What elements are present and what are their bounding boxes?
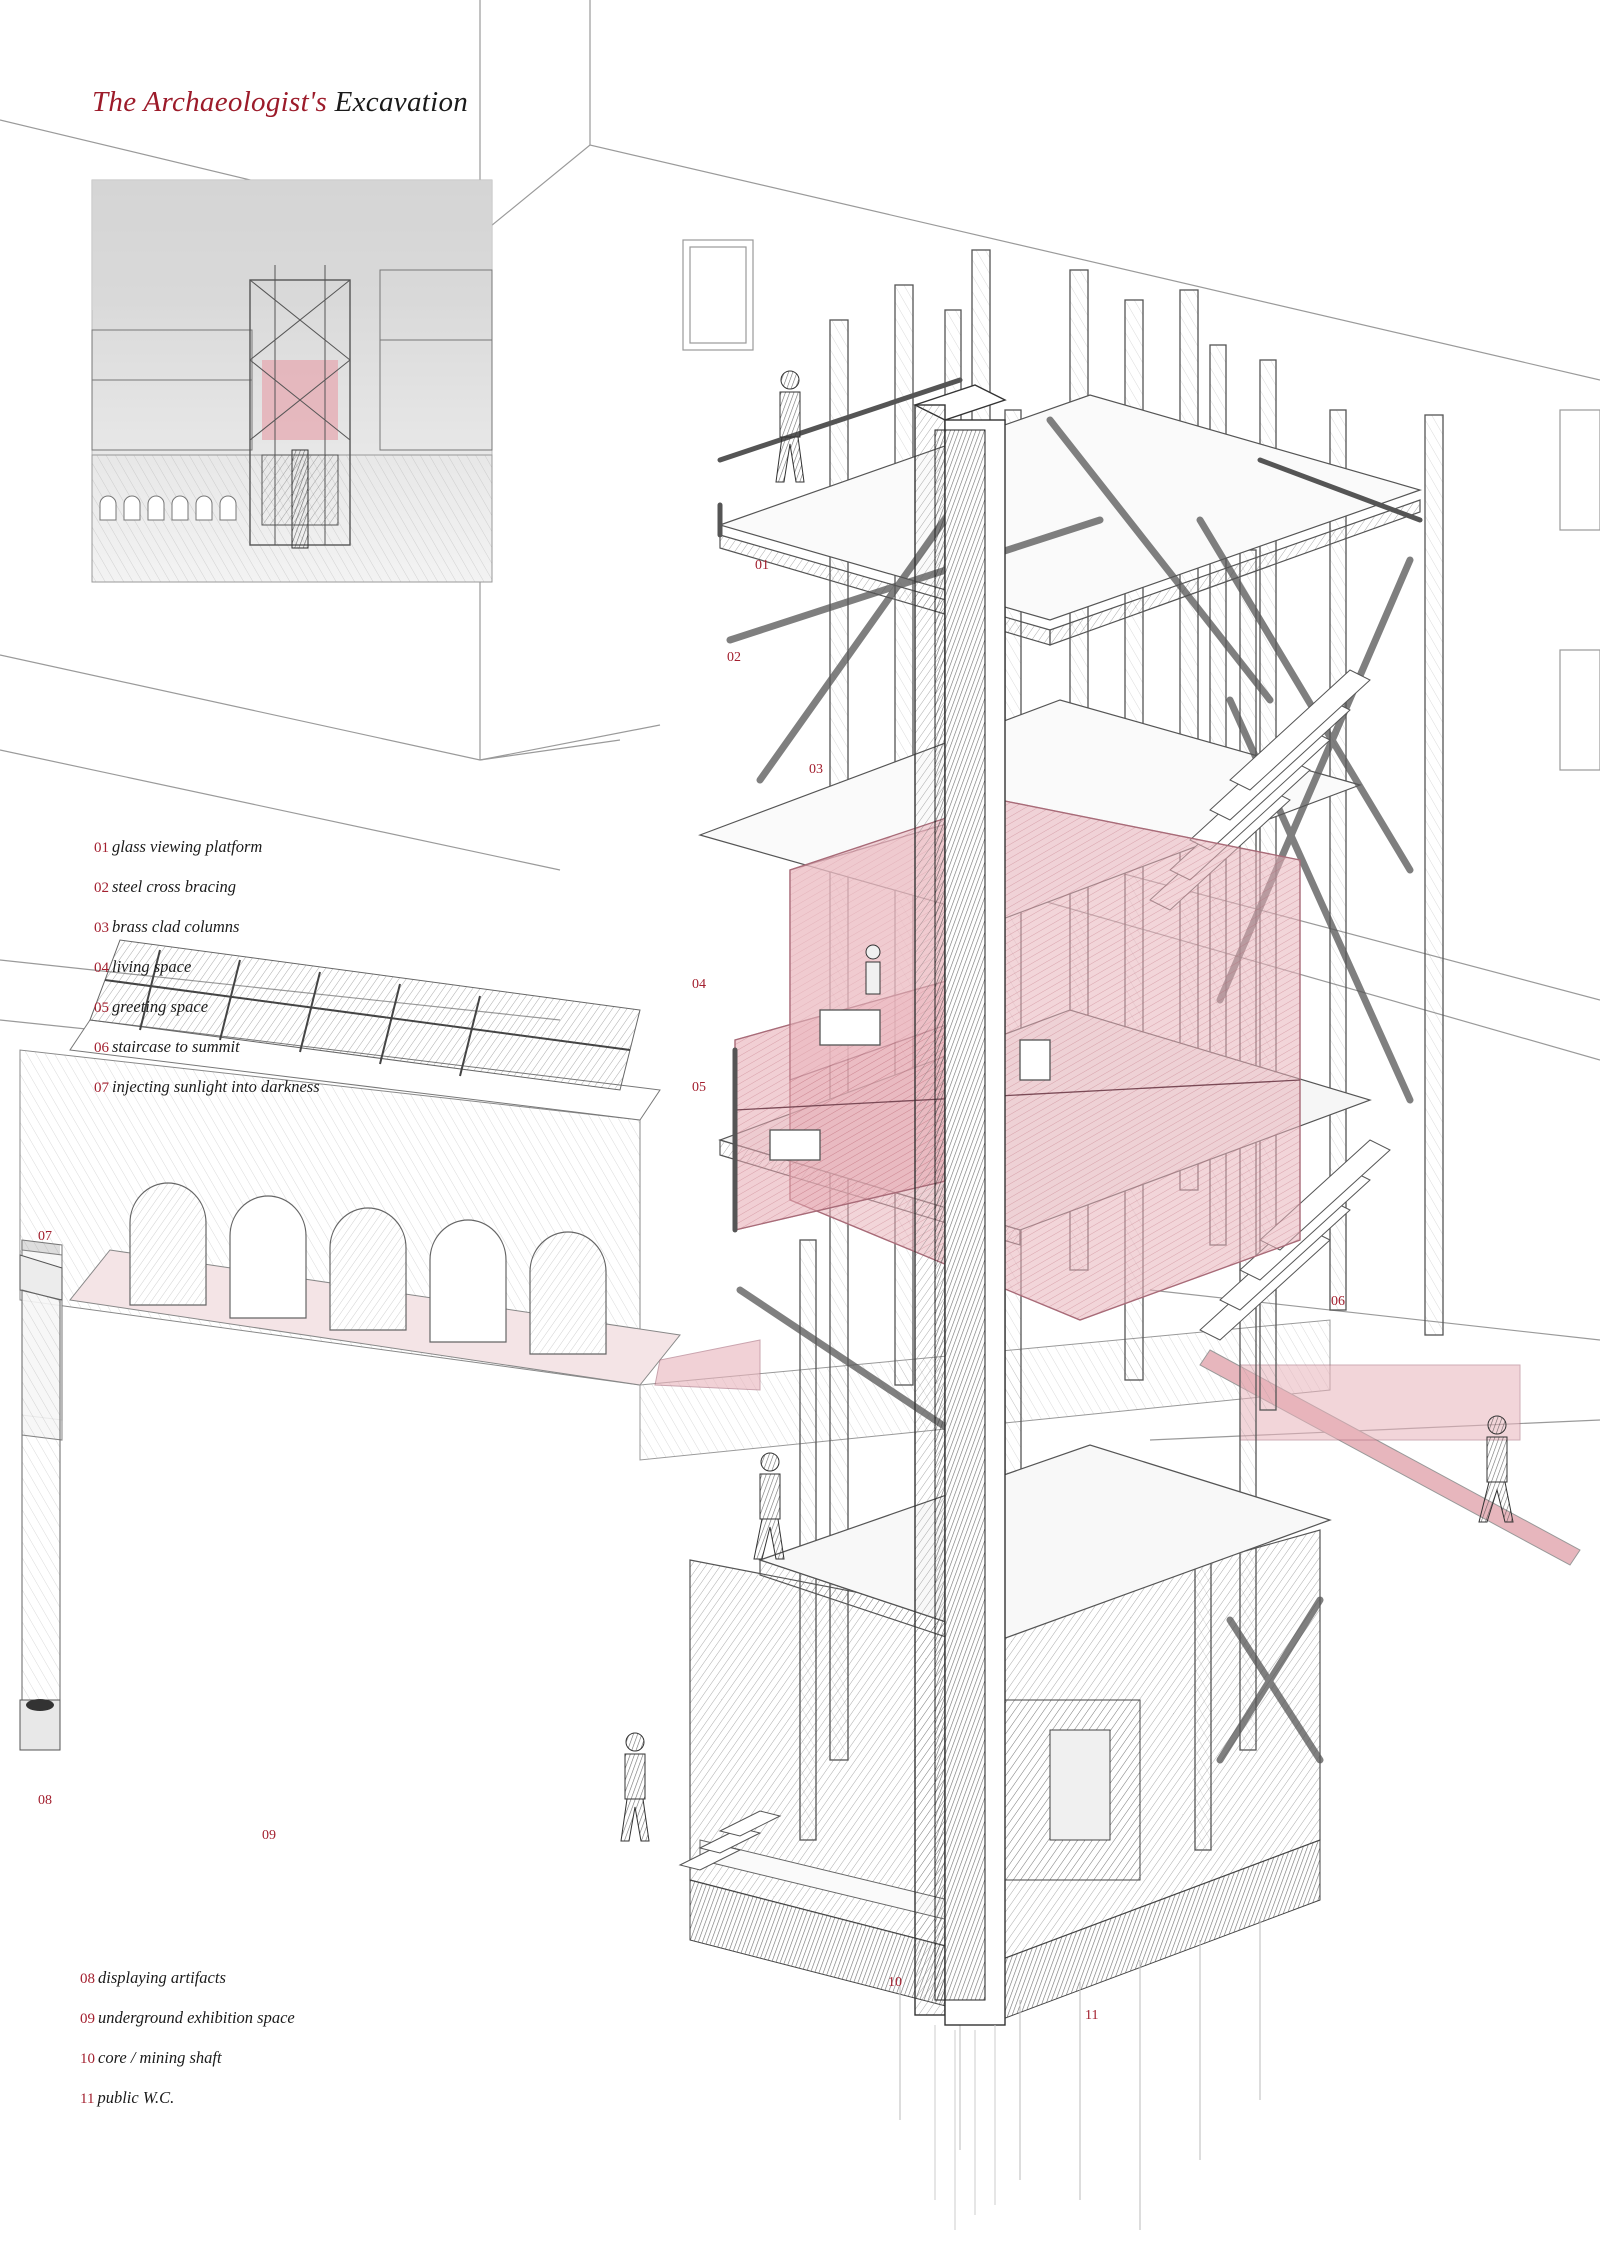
legend-text: underground exhibition space [98, 2008, 295, 2027]
legend-num: 03 [94, 920, 109, 936]
callout-01: 01 [755, 558, 769, 573]
callout-10: 10 [888, 1975, 902, 1990]
legend-num: 06 [94, 1040, 109, 1056]
human-figures [620, 370, 1514, 1842]
figure-arcade [620, 1732, 650, 1842]
legend-text: injecting sunlight into darkness [112, 1077, 320, 1096]
legend-num: 05 [94, 1000, 109, 1016]
legend-num: 11 [80, 2091, 95, 2107]
legend-num: 04 [94, 960, 109, 976]
legend-text: core / mining shaft [98, 2048, 222, 2067]
inset-section-drawing [91, 179, 493, 583]
callout-03: 03 [809, 762, 823, 777]
title-accent: The Archaeologist's [92, 86, 328, 118]
underground-arcade [19, 939, 681, 1441]
title-main: Excavation [334, 86, 469, 118]
legend-text: greeting space [112, 997, 209, 1016]
staircase-to-summit [1149, 669, 1391, 1341]
figure-summit [775, 370, 805, 483]
legend-text: staircase to summit [112, 1037, 240, 1056]
legend-text: brass clad columns [112, 917, 240, 936]
callout-05: 05 [692, 1080, 706, 1095]
mining-shaft [913, 384, 1007, 2230]
legend-num: 02 [94, 880, 109, 896]
light-chimney [19, 1254, 63, 1751]
legend-num: 01 [94, 840, 109, 856]
callout-06: 06 [1331, 1294, 1345, 1309]
figure-walkway [1478, 1415, 1514, 1523]
legend-num: 09 [80, 2011, 95, 2027]
callout-11: 11 [1085, 2008, 1099, 2023]
summit-railing [717, 377, 1423, 1233]
legend-num: 07 [94, 1080, 109, 1096]
figure-stairs [753, 1452, 785, 1560]
drawing-title: The Archaeologist's Excavation [92, 86, 468, 119]
legend-text: displaying artifacts [98, 1968, 226, 1987]
callout-07: 07 [38, 1229, 52, 1244]
callout-08: 08 [38, 1793, 52, 1808]
legend-text: public W.C. [97, 2088, 175, 2107]
legend-text: glass viewing platform [112, 837, 263, 856]
legend-num: 10 [80, 2051, 95, 2067]
callout-02: 02 [727, 650, 741, 665]
legend-num: 08 [80, 1971, 95, 1987]
legend-text: living space [112, 957, 192, 976]
figure-living [865, 944, 881, 995]
legend-text: steel cross bracing [112, 877, 237, 896]
pink-volumes [734, 799, 1301, 1321]
callout-04: 04 [692, 977, 706, 992]
callout-09: 09 [262, 1828, 276, 1843]
